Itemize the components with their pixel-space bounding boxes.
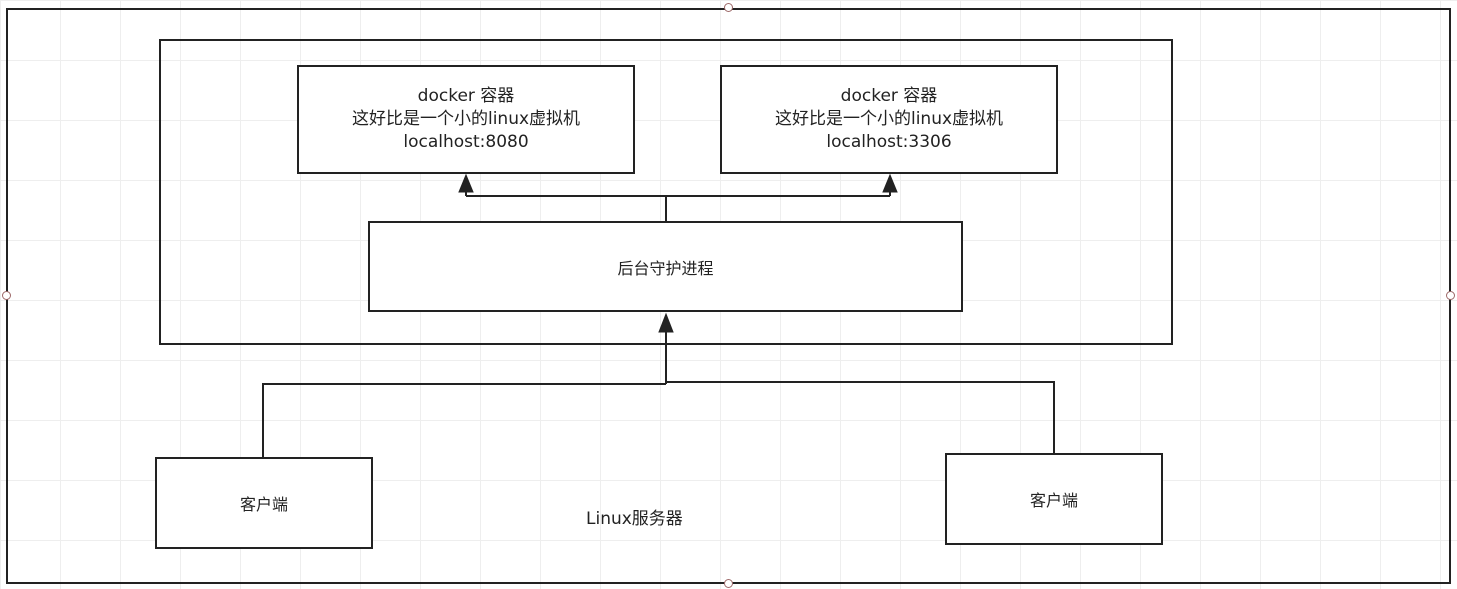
container-1-host: localhost:8080 xyxy=(403,132,529,152)
client-1-label: 客户端 xyxy=(239,495,288,514)
docker-container-1[interactable]: docker 容器 这好比是一个小的linux虚拟机 localhost:808… xyxy=(297,65,635,174)
daemon-label: 后台守护进程 xyxy=(617,258,714,278)
container-1-title: docker 容器 xyxy=(417,86,515,106)
linux-server-label: Linux服务器 xyxy=(586,509,683,529)
container-2-description: 这好比是一个小的linux虚拟机 xyxy=(774,109,1004,129)
resize-handle-top[interactable] xyxy=(724,3,733,12)
client-box-2[interactable]: 客户端 xyxy=(945,453,1163,545)
client-2-label: 客户端 xyxy=(1029,491,1078,510)
container-1-description: 这好比是一个小的linux虚拟机 xyxy=(351,109,581,129)
client-box-1[interactable]: 客户端 xyxy=(155,457,373,549)
resize-handle-bottom[interactable] xyxy=(724,579,733,588)
daemon-process-box[interactable]: 后台守护进程 xyxy=(368,221,963,312)
resize-handle-right[interactable] xyxy=(1446,291,1455,300)
docker-container-2[interactable]: docker 容器 这好比是一个小的linux虚拟机 localhost:330… xyxy=(720,65,1058,174)
container-2-title: docker 容器 xyxy=(840,86,938,106)
container-2-host: localhost:3306 xyxy=(826,132,952,152)
resize-handle-left[interactable] xyxy=(2,291,11,300)
